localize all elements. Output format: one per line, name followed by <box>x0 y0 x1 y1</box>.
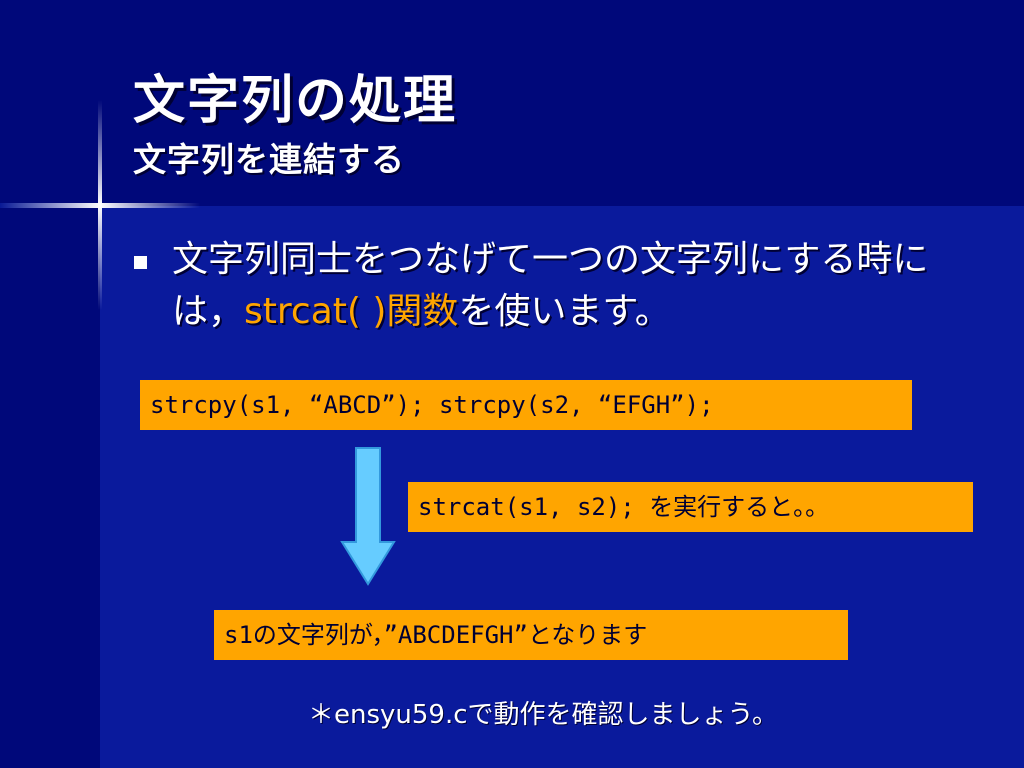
code-setup-box: strcpy(s1, “ABCD”); strcpy(s2, “EFGH”); <box>140 380 912 430</box>
left-band <box>0 206 100 768</box>
bullet-highlight: strcat( )関数 <box>244 291 459 332</box>
code-execute-box: strcat(s1, s2); を実行すると。。 <box>408 482 973 532</box>
sparkle-vertical <box>98 100 102 310</box>
exercise-note: ＊ensyu59.cで動作を確認しましょう。 <box>308 700 778 730</box>
bullet-text-before: 文字列同士をつなげて一つの文字列にする時には， <box>172 239 929 332</box>
slide-title: 文字列の処理 <box>133 71 458 131</box>
bullet-text-after: を使います。 <box>458 291 671 332</box>
slide-subtitle: 文字列を連結する <box>133 140 405 179</box>
code-result-box: s1の文字列が，”ABCDEFGH”となります <box>214 610 848 660</box>
down-arrow-icon <box>340 447 396 586</box>
bullet-square-icon <box>134 256 147 269</box>
title-band <box>0 0 1024 206</box>
bullet-text: 文字列同士をつなげて一つの文字列にする時には，strcat( )関数を使います。 <box>172 234 972 338</box>
